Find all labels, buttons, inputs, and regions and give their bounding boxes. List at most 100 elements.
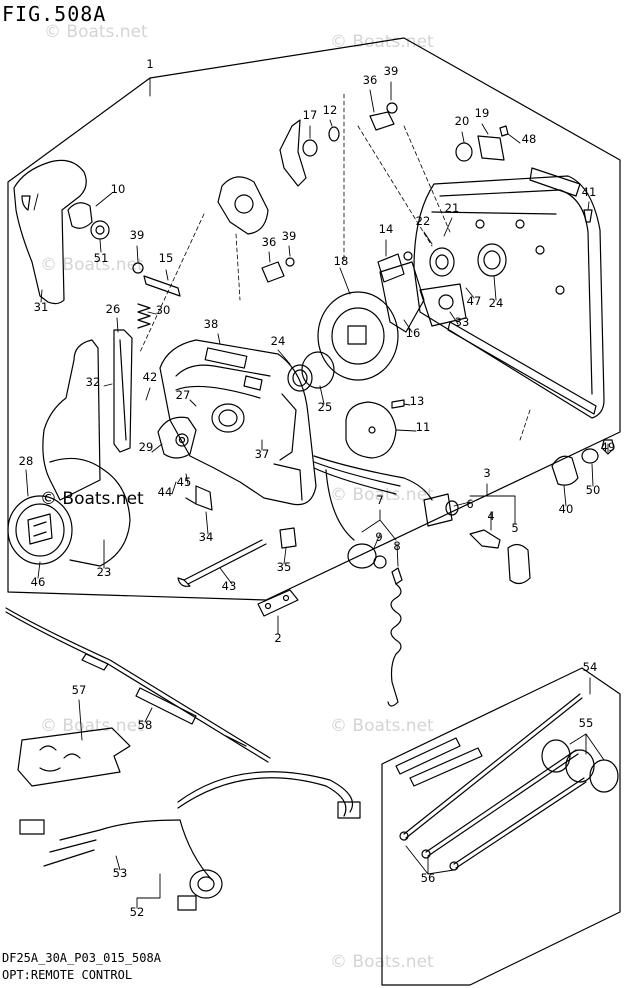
- pin-36-mid: [261, 261, 285, 283]
- part-number-label[interactable]: 31: [34, 300, 49, 314]
- part-number-label[interactable]: 28: [19, 454, 34, 468]
- watermark: © Boats.net: [40, 255, 144, 275]
- part-number-label[interactable]: 50: [586, 483, 601, 497]
- part-number-label[interactable]: 57: [72, 683, 87, 697]
- part-number-label[interactable]: 54: [583, 660, 598, 674]
- housing-37-38: [159, 339, 317, 506]
- part-number-label[interactable]: 42: [143, 370, 158, 384]
- part-number-label[interactable]: 51: [94, 251, 109, 265]
- part-number-label[interactable]: 49: [601, 440, 616, 454]
- buzzer-11: [345, 401, 397, 459]
- part-number-label[interactable]: 17: [303, 108, 318, 122]
- handle-grip: [13, 159, 87, 305]
- part-number-label[interactable]: 15: [159, 251, 174, 265]
- part-number-label[interactable]: 18: [334, 254, 349, 268]
- arm-33: [419, 283, 467, 327]
- leader-lines: [25, 77, 609, 909]
- part-number-label[interactable]: 4: [487, 509, 494, 523]
- part-number-label[interactable]: 36: [262, 235, 277, 249]
- watermark: © Boats.net: [330, 485, 434, 505]
- cap-10: [67, 202, 93, 229]
- part-number-label[interactable]: 24: [271, 334, 286, 348]
- part-number-label[interactable]: 45: [177, 475, 192, 489]
- part-number-label[interactable]: 52: [130, 905, 145, 919]
- part-number-label[interactable]: 58: [138, 718, 153, 732]
- side-plate: [413, 175, 605, 419]
- part-number-label[interactable]: 10: [111, 182, 126, 196]
- part-number-label[interactable]: 33: [455, 315, 470, 329]
- part-number-label[interactable]: 39: [384, 64, 399, 78]
- harness-52: [19, 771, 361, 911]
- pin-36-top: [369, 111, 395, 131]
- watermark: © Boats.net: [330, 716, 434, 736]
- screw-13: [391, 399, 405, 409]
- part-number-label[interactable]: 35: [277, 560, 292, 574]
- bag-57: [17, 727, 131, 787]
- figure-title: FIG.508A: [2, 2, 107, 26]
- part-number-label[interactable]: 14: [379, 222, 394, 236]
- part-number-label[interactable]: 29: [139, 440, 154, 454]
- part-number-label[interactable]: 43: [222, 579, 237, 593]
- part-number-label[interactable]: 16: [406, 326, 421, 340]
- bolt-43: [177, 539, 267, 587]
- part-number-label[interactable]: 41: [582, 185, 597, 199]
- part-number-label[interactable]: 22: [416, 214, 431, 228]
- watermark: © Boats.net: [40, 489, 144, 509]
- detent-29: [157, 416, 197, 459]
- part-number-label[interactable]: 47: [467, 294, 482, 308]
- part-number-label[interactable]: 23: [97, 565, 112, 579]
- part-number-label[interactable]: 1: [146, 57, 153, 71]
- watermark: © Boats.net: [40, 716, 144, 736]
- bushing-40: [551, 455, 579, 486]
- screw-41: [583, 209, 593, 223]
- cap-5: [507, 543, 531, 585]
- part-number-label[interactable]: 25: [318, 400, 333, 414]
- part-number-label[interactable]: 3: [483, 466, 490, 480]
- part-number-label[interactable]: 44: [158, 485, 173, 499]
- part-number-label[interactable]: 12: [323, 103, 338, 117]
- part-number-label[interactable]: 5: [511, 521, 518, 535]
- part-number-label[interactable]: 20: [455, 114, 470, 128]
- part-number-label[interactable]: 34: [199, 530, 214, 544]
- part-number-label[interactable]: 55: [579, 716, 594, 730]
- part-number-label[interactable]: 53: [113, 866, 128, 880]
- part-number-label[interactable]: 56: [421, 871, 436, 885]
- part-number-label[interactable]: 6: [466, 497, 473, 511]
- pin-14: [377, 253, 405, 283]
- washer-50: [581, 448, 599, 464]
- part-number-label[interactable]: 19: [475, 106, 490, 120]
- part-number-label[interactable]: 21: [445, 201, 460, 215]
- screw-48: [499, 125, 509, 137]
- arm-23: [42, 339, 101, 501]
- pin-15: [143, 275, 181, 297]
- part-number-label[interactable]: 2: [274, 631, 281, 645]
- bracket-34: [185, 485, 213, 511]
- assembly-1-frame: [7, 37, 621, 601]
- part-number-label[interactable]: 38: [204, 317, 219, 331]
- lever-26: [113, 329, 133, 453]
- part-number-label[interactable]: 32: [86, 375, 101, 389]
- part-number-label[interactable]: 40: [559, 502, 574, 516]
- part-number-label[interactable]: 39: [282, 229, 297, 243]
- part-number-label[interactable]: 37: [255, 447, 270, 461]
- part-number-label[interactable]: 39: [130, 228, 145, 242]
- part-number-label[interactable]: 46: [31, 575, 46, 589]
- part-number-label[interactable]: 26: [106, 302, 121, 316]
- part-number-label[interactable]: 24: [489, 296, 504, 310]
- lanyard-8: [391, 567, 403, 585]
- part-number-label[interactable]: 13: [410, 394, 425, 408]
- part-number-label[interactable]: 27: [176, 388, 191, 402]
- part-number-label[interactable]: 7: [376, 493, 383, 507]
- part-number-label[interactable]: 8: [393, 539, 400, 553]
- gear-plate-18: [317, 291, 399, 381]
- arm-16: [379, 261, 425, 333]
- part-number-label[interactable]: 36: [363, 73, 378, 87]
- nut-49: [601, 439, 615, 455]
- part-number-label[interactable]: 11: [416, 420, 431, 434]
- footer-caption: OPT:REMOTE CONTROL: [2, 968, 133, 982]
- part-number-label[interactable]: 9: [375, 530, 382, 544]
- rail: [447, 321, 597, 415]
- part-number-label[interactable]: 30: [156, 303, 171, 317]
- part-number-label[interactable]: 48: [522, 132, 537, 146]
